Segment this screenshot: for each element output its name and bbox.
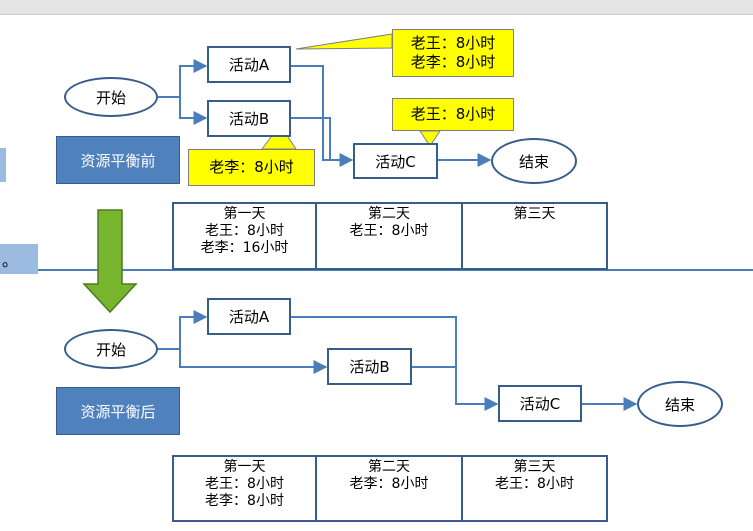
day-header: 第三天	[513, 459, 556, 475]
day-line: 老王：8小时	[205, 223, 284, 239]
activity-b-bottom: 活动B	[327, 348, 412, 385]
left-edge-tab-2: 。	[0, 244, 38, 274]
top-day-1: 第一天 老王：8小时 老李：16小时	[172, 202, 317, 270]
start-label: 开始	[95, 88, 126, 107]
bottom-day-1: 第一天 老王：8小时 老李：8小时	[172, 455, 317, 522]
bottom-day-3: 第三天 老王：8小时	[461, 455, 608, 522]
day-line: 老李：8小时	[349, 476, 429, 492]
end-label: 结束	[518, 152, 549, 171]
day-header: 第二天	[368, 206, 410, 222]
start-node-top: 开始	[64, 77, 158, 117]
day-line: 老王：8小时	[495, 476, 574, 492]
activity-c-label: 活动C	[519, 395, 561, 413]
activity-b-label: 活动B	[228, 110, 270, 128]
activity-a-label: 活动A	[228, 56, 270, 74]
activity-c-label: 活动C	[375, 152, 416, 171]
edge-a-to-c-bottom	[291, 316, 499, 411]
edge-start-to-b-bottom	[179, 349, 328, 374]
transition-arrow-icon	[82, 209, 138, 314]
callout-a-line-2: 老李：8小时	[410, 53, 496, 71]
end-node-bottom: 结束	[637, 381, 723, 427]
day-header: 第一天	[223, 206, 266, 222]
edge-b-to-c-top	[291, 117, 331, 160]
callout-b-text: 老李：8小时	[209, 158, 294, 176]
start-label: 开始	[95, 340, 126, 359]
callout-a-line-1: 老王：8小时	[410, 34, 496, 52]
callout-b: 老李：8小时	[188, 149, 315, 186]
end-label: 结束	[664, 395, 695, 414]
callout-a: 老王：8小时 老李：8小时	[392, 29, 514, 77]
day-header: 第二天	[368, 459, 410, 475]
activity-c-bottom: 活动C	[498, 385, 582, 422]
activity-b-label: 活动B	[349, 358, 390, 376]
before-leveling-text: 资源平衡前	[80, 151, 156, 170]
activity-b-top: 活动B	[207, 100, 291, 137]
edge-start-to-b-top	[179, 97, 208, 125]
bottom-day-2: 第二天 老李：8小时	[315, 455, 463, 522]
activity-a-bottom: 活动A	[207, 298, 291, 335]
top-day-3: 第三天	[461, 202, 608, 270]
edge-a-to-c-top	[291, 65, 354, 167]
activity-c-top: 活动C	[353, 143, 438, 179]
edge-text: 。	[2, 251, 19, 270]
before-leveling-label: 资源平衡前	[56, 136, 180, 184]
after-leveling-text: 资源平衡后	[80, 402, 156, 421]
callout-c-text: 老王：8小时	[410, 105, 496, 123]
activity-a-label: 活动A	[228, 308, 270, 326]
end-node-top: 结束	[491, 138, 577, 184]
day-line: 老王：8小时	[205, 476, 284, 492]
edge-start-to-a-bottom	[158, 310, 208, 350]
top-bar	[0, 0, 753, 15]
callout-a-pointer	[295, 33, 393, 50]
callout-c-pointer	[419, 130, 441, 147]
day-header: 第一天	[223, 459, 266, 475]
activity-a-top: 活动A	[207, 46, 291, 83]
left-edge-tab	[0, 148, 6, 182]
top-day-2: 第二天 老王：8小时	[315, 202, 463, 270]
day-line: 老李：16小时	[200, 240, 289, 256]
after-leveling-label: 资源平衡后	[56, 387, 180, 435]
day-line: 老王：8小时	[349, 223, 429, 239]
callout-c: 老王：8小时	[392, 98, 514, 131]
edge-start-to-a-top	[158, 59, 208, 98]
day-header: 第三天	[513, 206, 556, 222]
day-line: 老李：8小时	[205, 493, 284, 509]
start-node-bottom: 开始	[64, 329, 158, 369]
